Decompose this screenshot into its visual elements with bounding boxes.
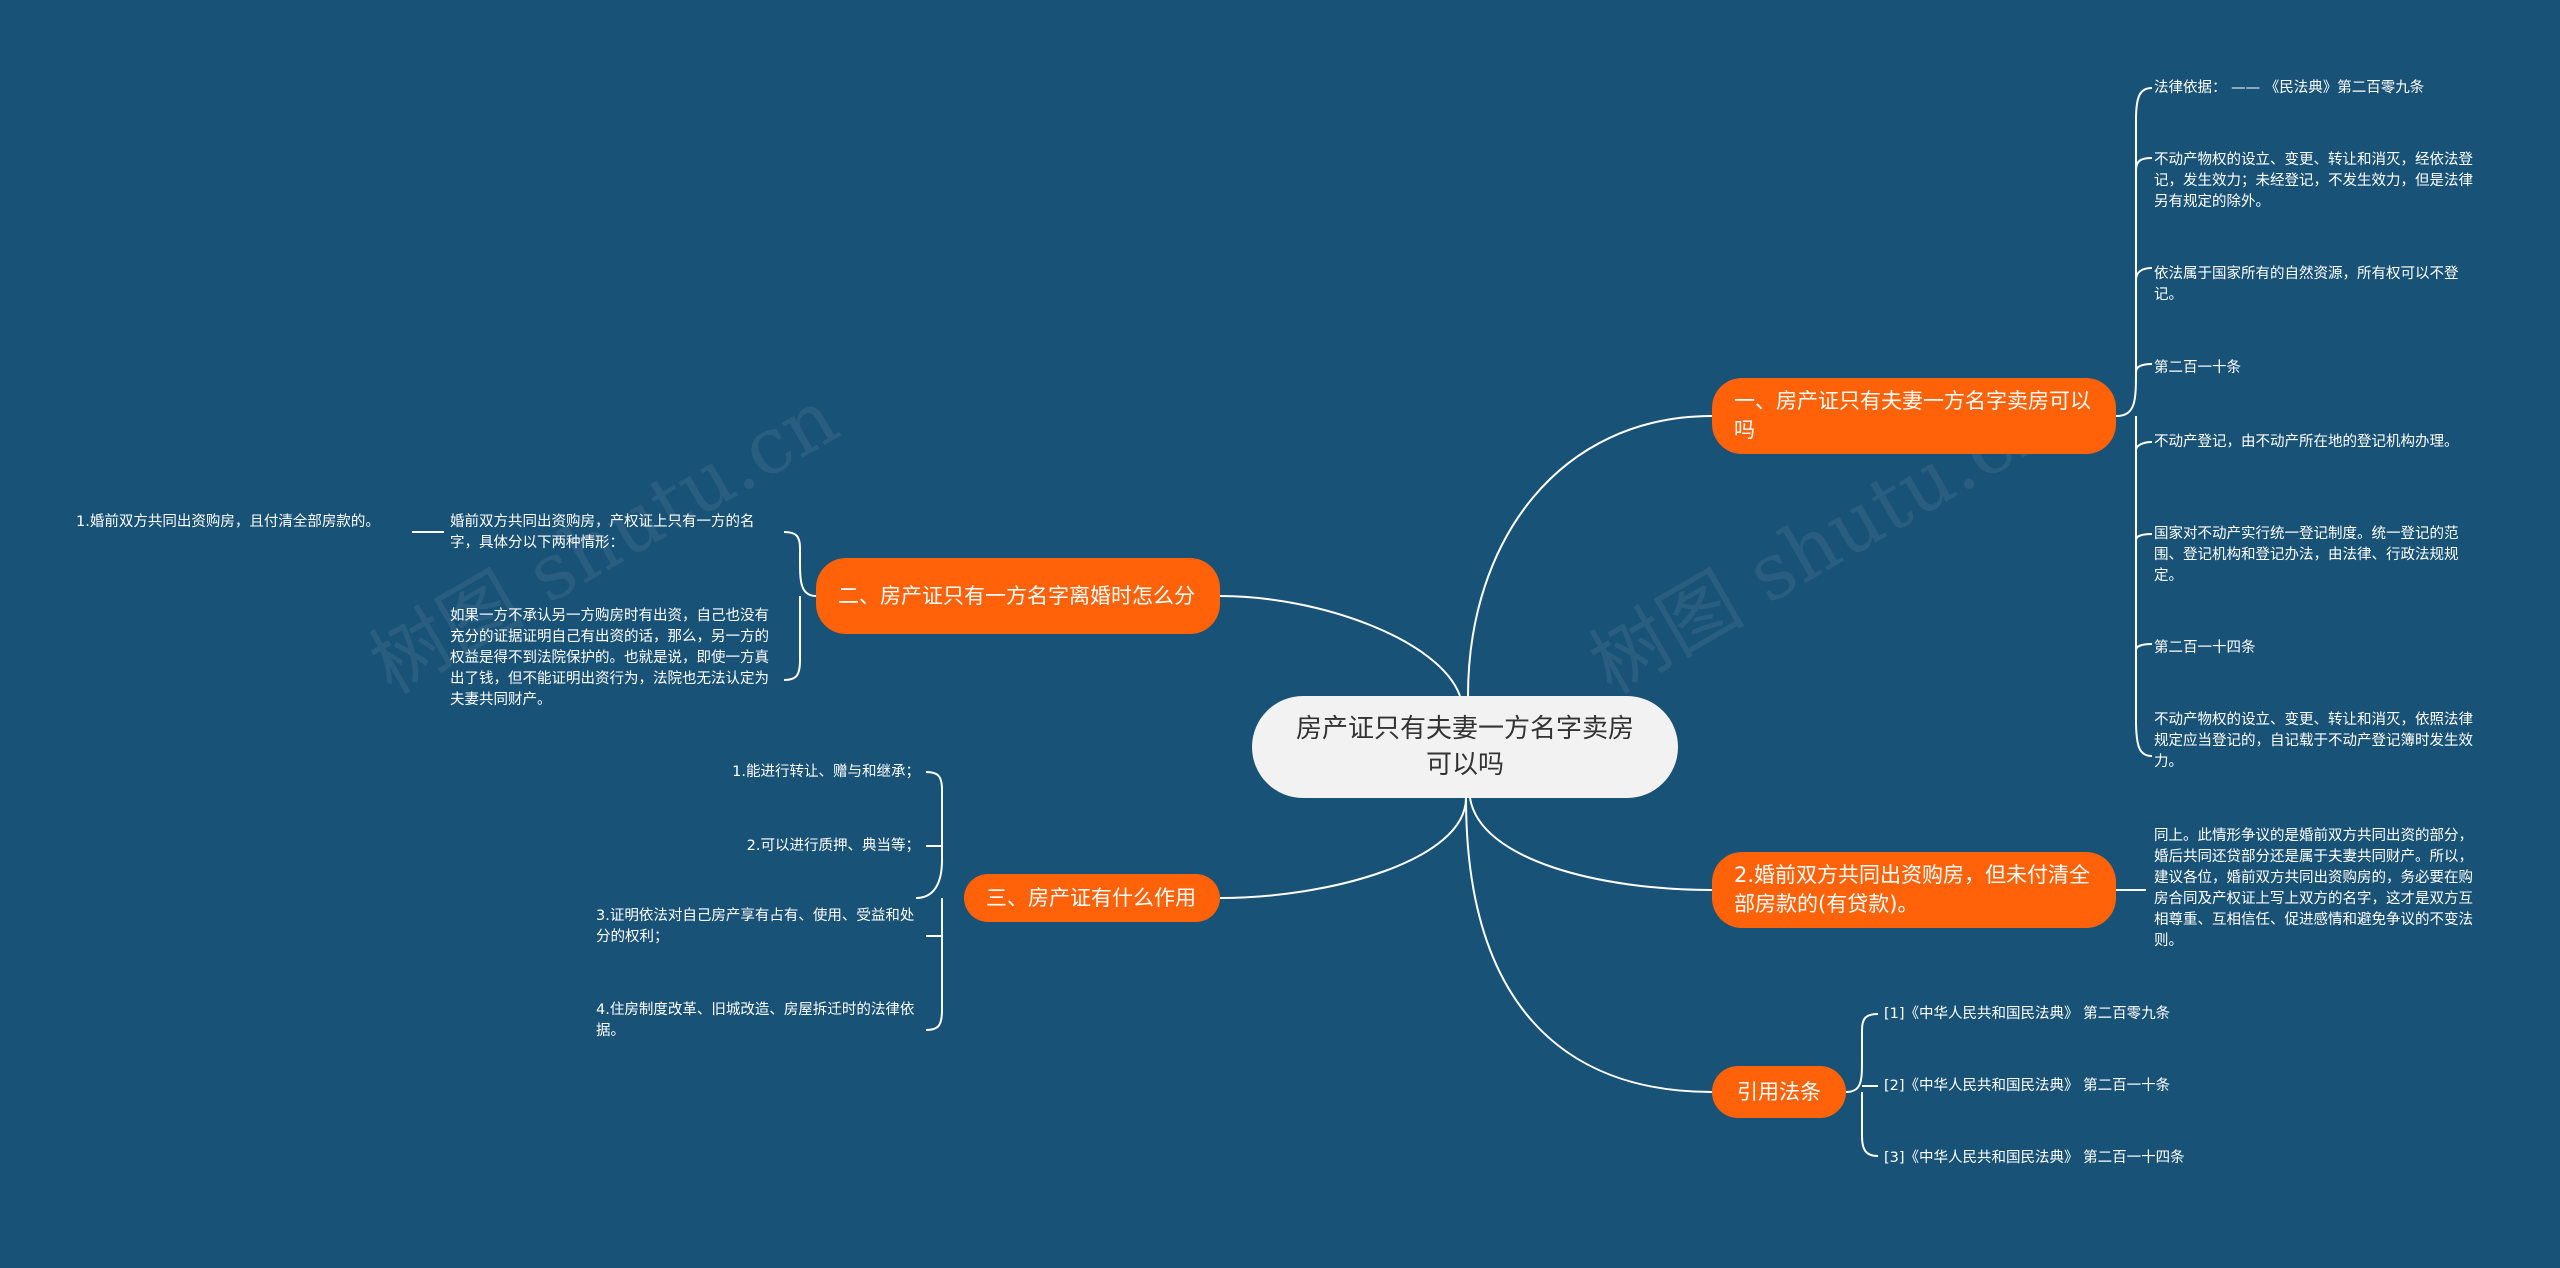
bracket-b3 <box>1845 1013 1879 1157</box>
leaf-b5-1: 2.可以进行质押、典当等； <box>746 838 920 854</box>
bracket-b5 <box>915 771 943 1031</box>
bracket-b4 <box>783 531 817 681</box>
topic-b5[interactable]: 三、房产证有什么作用 <box>964 874 1220 922</box>
leaf-b2-0: 同上。此情形争议的是婚前双方共同出资的部分，婚后共同还贷部分还是属于夫妻共同财产… <box>2154 828 2473 949</box>
root-node[interactable]: 房产证只有夫妻一方名字卖房可以吗 <box>1252 696 1678 798</box>
topic-b5-label: 三、房产证有什么作用 <box>986 885 1196 910</box>
topic-b1[interactable]: 一、房产证只有夫妻一方名字卖房可以吗 <box>1712 378 2116 454</box>
leaf-b1-1: 不动产物权的设立、变更、转让和消灭，经依法登记，发生效力；未经登记，不发生效力，… <box>2154 152 2473 210</box>
link-root-b1 <box>1467 415 1713 697</box>
topic-b2-label: 2.婚前双方共同出资购房，但未付清全部房款的(有贷款)。 <box>1734 863 2091 916</box>
link-root-b3 <box>1465 797 1713 1093</box>
leaf-b3-1: [2]《中华人民共和国民法典》 第二百一十条 <box>1884 1078 2171 1094</box>
leaf-b3-0: [1]《中华人民共和国民法典》 第二百零九条 <box>1884 1006 2171 1022</box>
topic-b4[interactable]: 二、房产证只有一方名字离婚时怎么分 <box>816 558 1220 634</box>
topic-b3[interactable]: 引用法条 <box>1712 1066 1846 1118</box>
bracket-b1 <box>2115 87 2153 757</box>
leaf-b1-3: 第二百一十条 <box>2154 360 2241 376</box>
topic-b3-label: 引用法条 <box>1737 1079 1821 1104</box>
topic-b4-label: 二、房产证只有一方名字离婚时怎么分 <box>838 583 1195 608</box>
topic-b1-label: 一、房产证只有夫妻一方名字卖房可以吗 <box>1734 389 2091 442</box>
leaf-b1-0: 法律依据： —— 《民法典》第二百零九条 <box>2154 80 2425 96</box>
root-label: 房产证只有夫妻一方名字卖房可以吗 <box>1295 714 1634 780</box>
leaf-b5-2: 3.证明依法对自己房产享有占有、使用、受益和处分的权利； <box>596 908 915 945</box>
leaf-b5-0: 1.能进行转让、赠与和继承； <box>732 764 920 780</box>
leaf-b1-5: 国家对不动产实行统一登记制度。统一登记的范围、登记机构和登记办法，由法律、行政法… <box>2154 526 2459 584</box>
link-root-b5 <box>1219 797 1467 899</box>
leaf-b4-1: 如果一方不承认另一方购房时有出资，自己也没有充分的证据证明自己有出资的话，那么，… <box>450 608 769 708</box>
leaf-b1-6: 第二百一十四条 <box>2154 640 2256 656</box>
leaf-b1-4: 不动产登记，由不动产所在地的登记机构办理。 <box>2154 434 2459 450</box>
link-root-b2 <box>1469 797 1713 891</box>
leaf-b3-2: [3]《中华人民共和国民法典》 第二百一十四条 <box>1884 1150 2185 1166</box>
leaf-b4-0: 婚前双方共同出资购房，产权证上只有一方的名字，具体分以下两种情形： <box>450 514 755 551</box>
topic-b2[interactable]: 2.婚前双方共同出资购房，但未付清全部房款的(有贷款)。 <box>1712 852 2116 928</box>
leaf-b4-sub: 1.婚前双方共同出资购房，且付清全部房款的。 <box>76 514 380 530</box>
leaf-b5-3: 4.住房制度改革、旧城改造、房屋拆迁时的法律依据。 <box>596 1002 915 1039</box>
link-root-b4 <box>1219 595 1461 697</box>
leaf-b1-2: 依法属于国家所有的自然资源，所有权可以不登记。 <box>2154 266 2459 303</box>
leaf-b1-7: 不动产物权的设立、变更、转让和消灭，依照法律规定应当登记的，自记载于不动产登记簿… <box>2154 712 2473 770</box>
